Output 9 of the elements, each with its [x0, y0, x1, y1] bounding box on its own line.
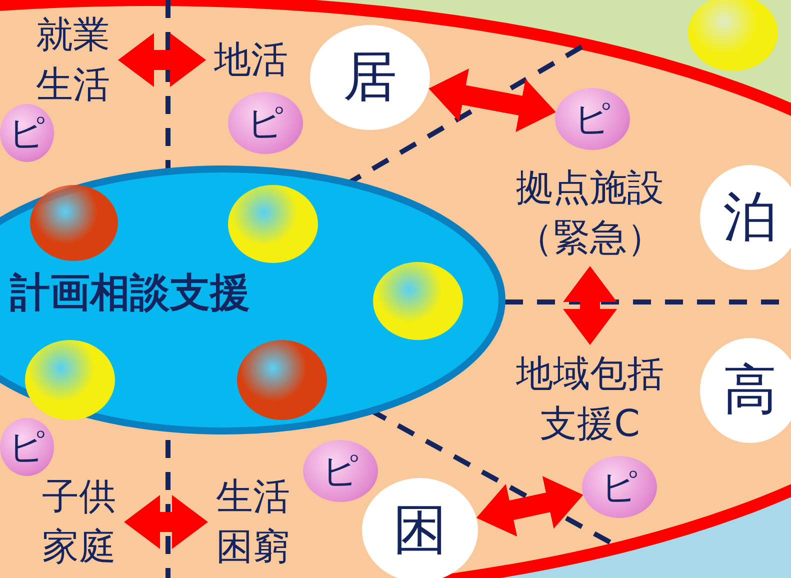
category-label: 地域包括支援C: [505, 345, 675, 453]
category-label: 拠点施設（緊急）: [505, 160, 675, 266]
double-arrow: [426, 68, 558, 132]
double-arrow: [563, 266, 617, 345]
double-arrow: [124, 495, 208, 549]
double-arrow: [118, 33, 206, 87]
double-arrow: [474, 476, 586, 537]
category-label: 生活困窮: [208, 470, 298, 574]
ellipse-title: 計画相談支援: [10, 269, 250, 317]
